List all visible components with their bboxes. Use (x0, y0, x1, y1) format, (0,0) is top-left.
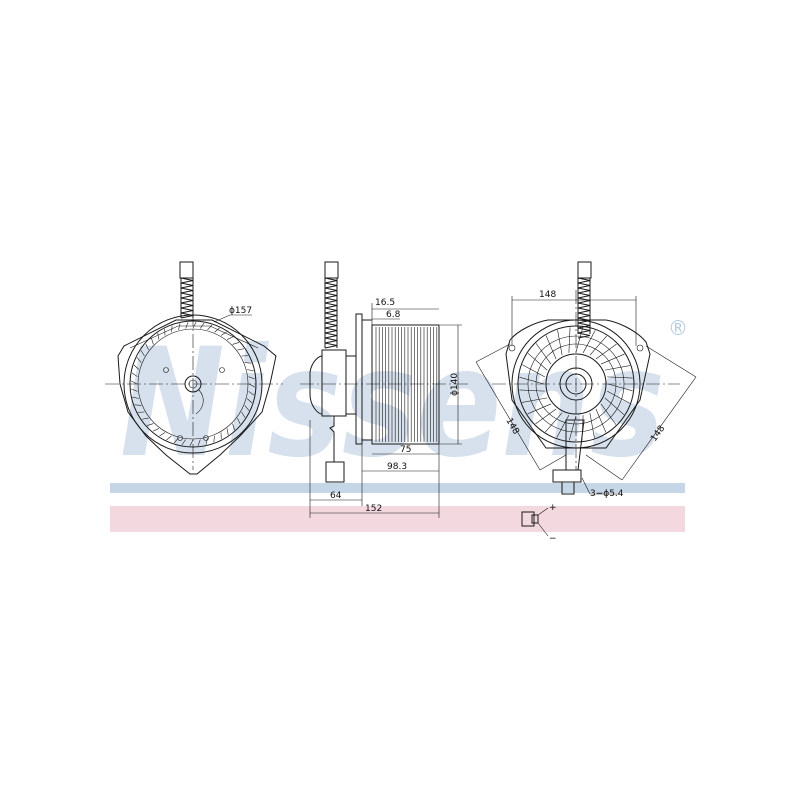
front-view: ϕ157 (105, 261, 283, 475)
dim-diameter-140: ϕ140 (450, 373, 460, 396)
dim-98-3: 98.3 (387, 462, 407, 472)
dim-6-8: 6.8 (386, 310, 401, 320)
dim-148-top: 148 (539, 290, 556, 300)
front-wire-harness (180, 277, 194, 319)
dim-holes: 3−ϕ5.4 (590, 489, 624, 499)
watermark-band-pink (110, 506, 685, 532)
dim-16-5: 16.5 (375, 298, 395, 308)
front-diameter-label: ϕ157 (229, 306, 252, 316)
dim-75: 75 (400, 445, 411, 455)
dim-152: 152 (365, 504, 382, 514)
connector-symbol: + − (521, 503, 557, 544)
watermark-band-blue (110, 483, 685, 493)
dim-64: 64 (330, 491, 342, 501)
side-view: 16.5 6.8 ϕ140 75 98.3 64 152 (300, 261, 470, 518)
plus-terminal-label: + (549, 503, 557, 513)
side-wire-harness (324, 277, 338, 349)
fan-blades (375, 327, 438, 442)
registered-mark: ® (668, 316, 688, 340)
back-wire-harness (577, 277, 591, 339)
minus-terminal-label: − (549, 534, 557, 544)
front-vane-ring (130, 321, 256, 447)
